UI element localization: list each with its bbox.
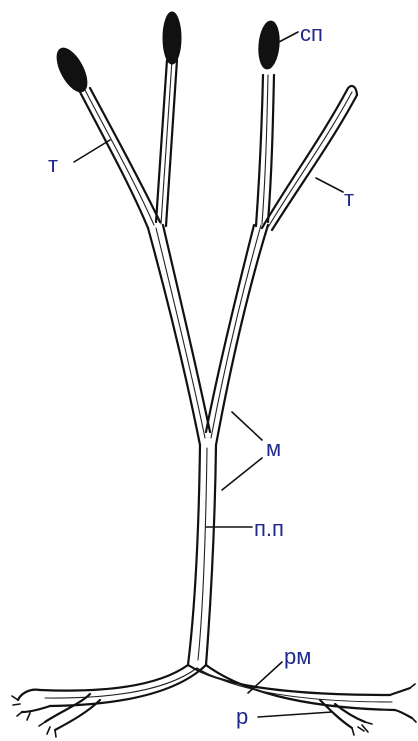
- label-telome-right: т: [344, 186, 354, 211]
- label-rhizoids: р: [236, 704, 248, 729]
- left-major-branch: [148, 225, 210, 445]
- sporangium-middle: [163, 12, 181, 64]
- label-mesome: м: [266, 436, 281, 461]
- telome-far-right: [262, 86, 357, 230]
- leader-mesome-upper: [232, 412, 262, 440]
- rhizome: [40, 665, 395, 710]
- label-rhizomoid: рм: [284, 644, 311, 669]
- rhizoids: [12, 684, 416, 737]
- label-sporangium: сп: [300, 21, 323, 46]
- telome-mid-left: [156, 60, 177, 226]
- leader-rhizoids: [258, 712, 332, 717]
- label-conducting-bundle: п.п: [254, 516, 284, 541]
- telome-mid-right: [256, 75, 274, 226]
- sporangium-right: [257, 20, 281, 70]
- right-major-branch: [206, 225, 268, 445]
- sporangium-left: [51, 44, 93, 97]
- leader-telome-left: [74, 140, 110, 162]
- telome-far-left: [80, 88, 160, 228]
- leader-mesome-lower: [222, 458, 262, 490]
- label-telome-left: т: [48, 152, 58, 177]
- leader-sporangium: [279, 32, 298, 42]
- main-stem: [188, 445, 216, 665]
- leader-telome-right: [316, 178, 343, 192]
